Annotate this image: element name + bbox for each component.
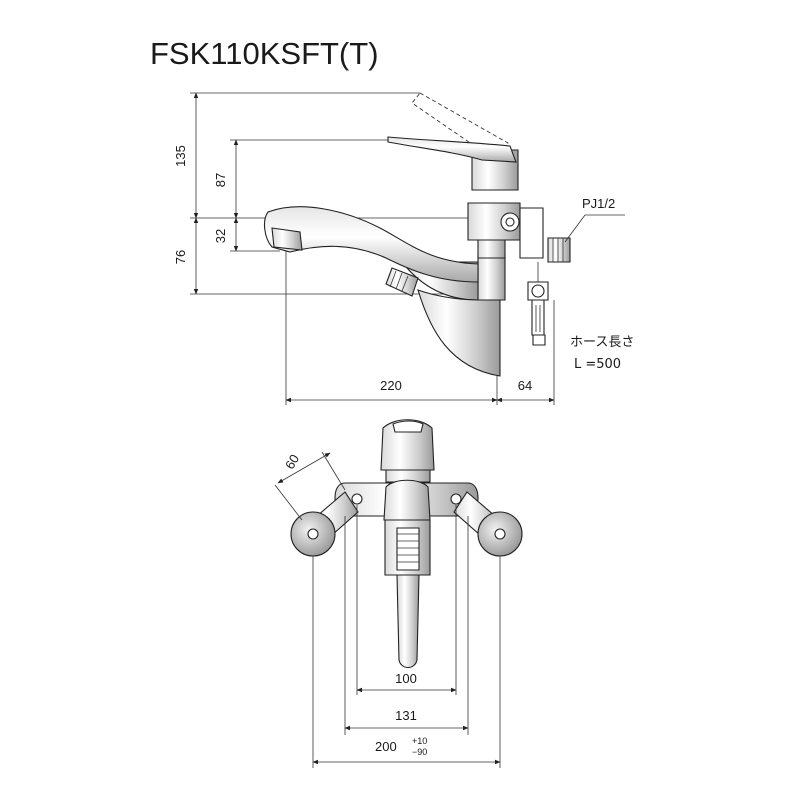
dim-76: 76 — [173, 250, 188, 264]
connector-pj12 — [547, 237, 571, 263]
tolerance-plus: +10 — [412, 736, 427, 746]
dim-131: 131 — [395, 708, 417, 723]
side-view: 135 87 32 76 220 64 — [173, 92, 634, 405]
dim-135: 135 — [173, 145, 188, 167]
hose-length-label: ホース長さ — [570, 335, 634, 350]
dim-220: 220 — [380, 378, 402, 393]
dim-100: 100 — [395, 671, 417, 686]
hose — [531, 299, 545, 336]
dim-64: 64 — [518, 378, 532, 393]
dim-200: 200 — [375, 739, 397, 754]
dim-87: 87 — [213, 173, 228, 187]
dim-32: 32 — [213, 229, 228, 243]
front-view: 60 100 131 200 +10 −90 — [274, 419, 523, 768]
lever — [387, 136, 517, 163]
aerator — [271, 227, 303, 251]
hose-length-value: L =500 — [574, 357, 621, 372]
connector-label: PJ1/2 — [582, 196, 615, 211]
spout-front — [396, 574, 420, 669]
faucet-base — [417, 289, 501, 377]
model-title: FSK110KSFT(T) — [150, 36, 379, 71]
tolerance-minus: −90 — [412, 747, 427, 757]
spout — [263, 206, 479, 283]
dim-60: 60 — [282, 452, 302, 472]
